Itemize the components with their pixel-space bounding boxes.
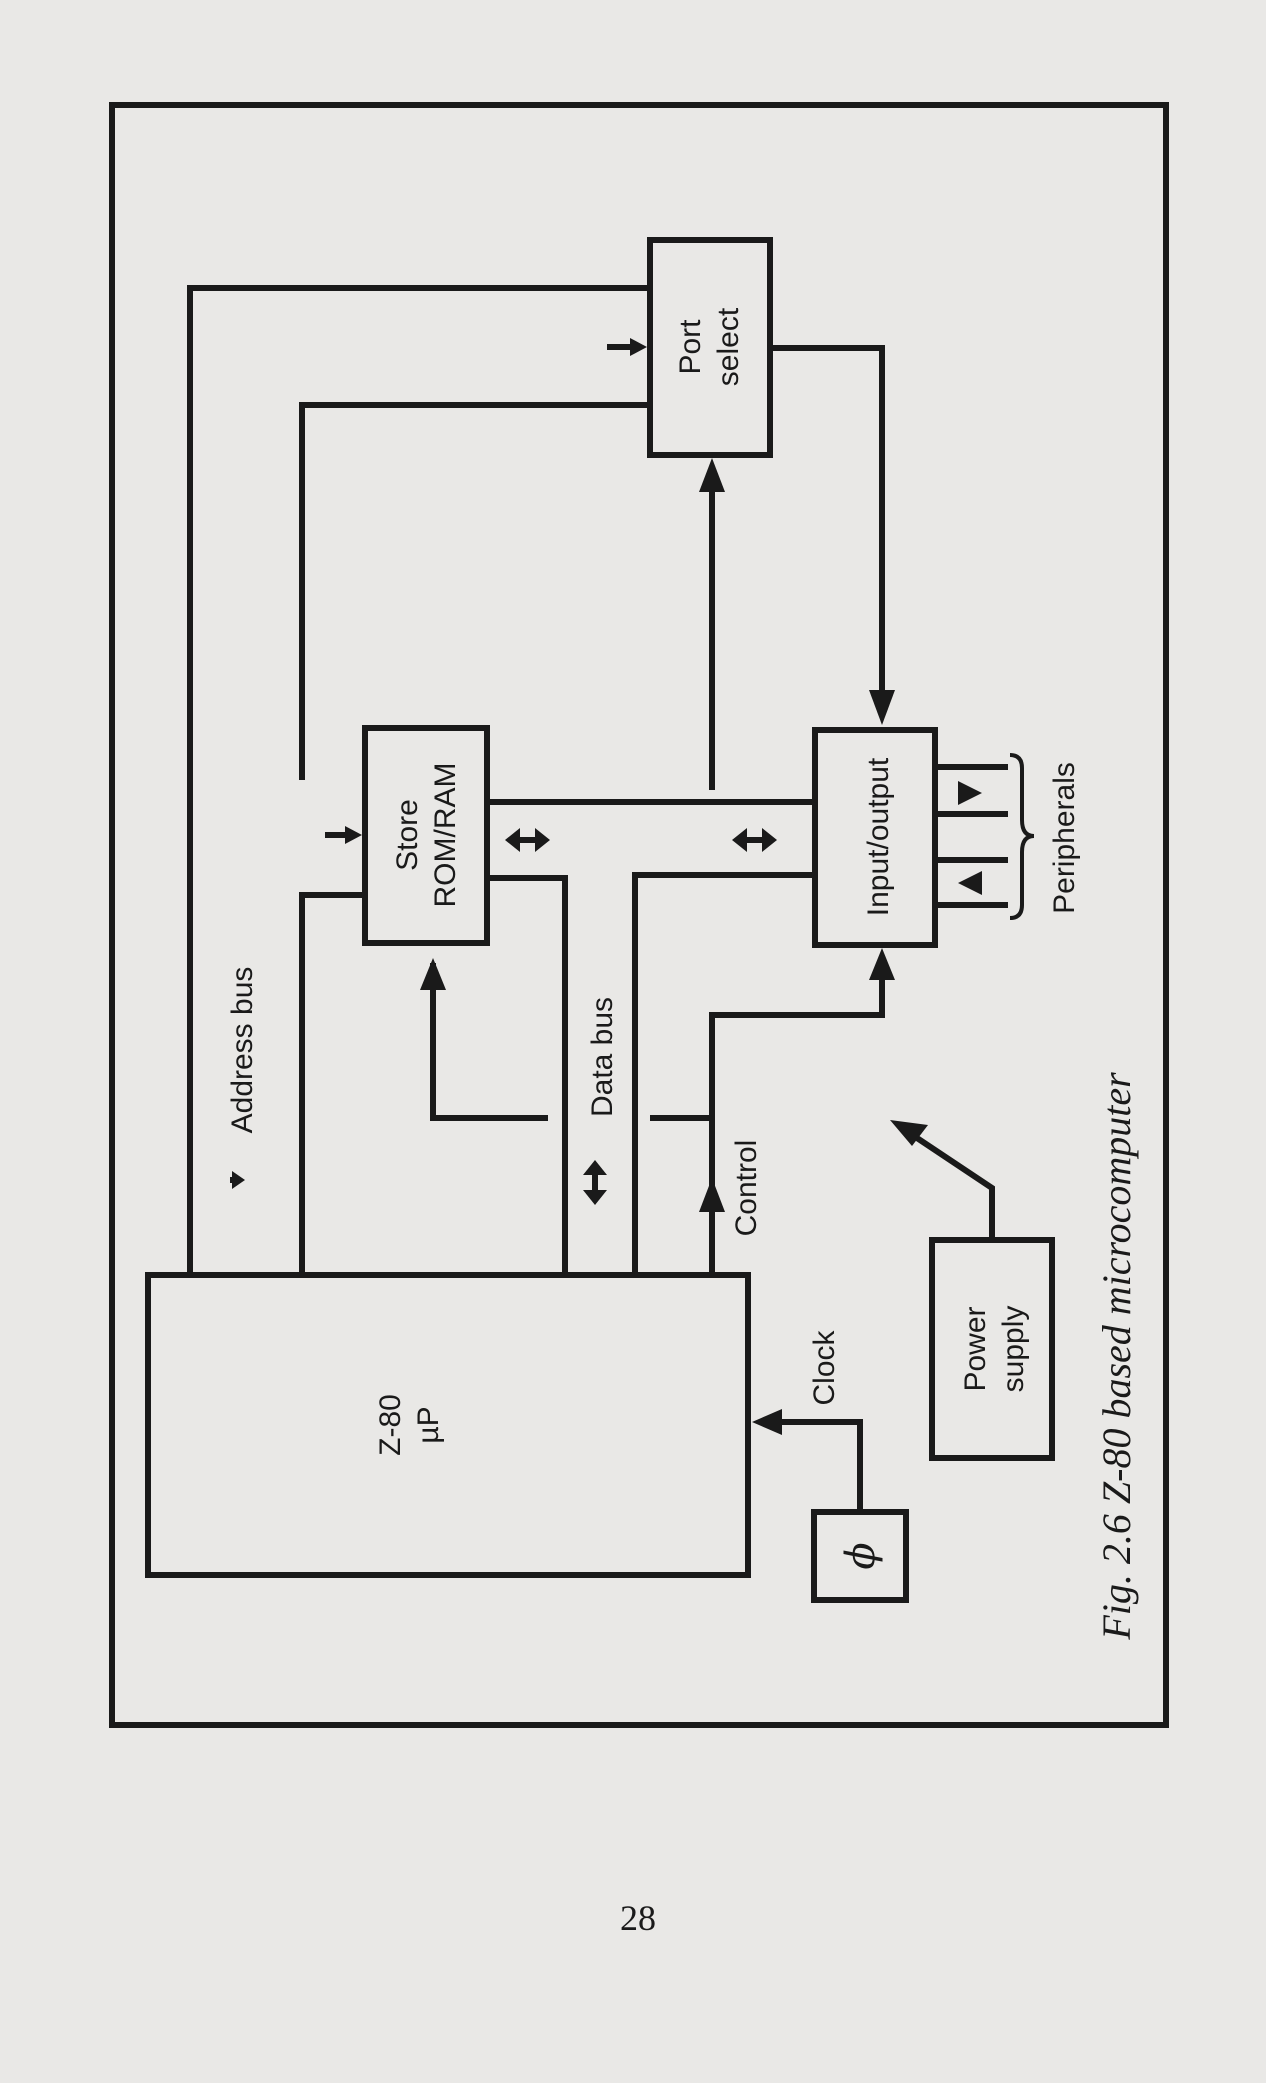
control-line — [709, 965, 885, 1275]
cpu-label-line1: Z-80 — [374, 1394, 407, 1456]
peripheral-arrow-in — [958, 871, 982, 895]
page-number: 28 — [620, 1898, 656, 1938]
power-label-line2: supply — [997, 1306, 1030, 1393]
power-supply-line — [900, 1125, 995, 1240]
control-to-store-line — [430, 963, 548, 1121]
clock-label: Clock — [808, 1329, 841, 1405]
data-bus-label: Data bus — [586, 997, 619, 1117]
arrow-address-into-port — [630, 338, 647, 356]
input-output-block: Input/output — [812, 727, 938, 948]
port-label-line1: Port — [674, 319, 707, 375]
peripheral-arrow-out — [958, 781, 982, 805]
arrow-control-up — [699, 1178, 725, 1212]
arrow-into-port-control — [699, 458, 725, 492]
store-to-port-line — [299, 402, 650, 780]
data-bus-io-line — [632, 872, 815, 1275]
data-bus-legend-arrow — [583, 1160, 607, 1205]
control-label: Control — [730, 1140, 763, 1237]
peripherals-brace — [1009, 753, 1035, 920]
store-label-line2: ROM/RAM — [429, 763, 462, 908]
store-label-line1: Store — [391, 799, 424, 871]
arrow-address-into-store — [345, 826, 362, 844]
store-rom-ram-block: Store ROM/RAM — [362, 725, 490, 946]
clock-oscillator-block: ϕ — [811, 1509, 909, 1603]
cpu-block: Z-80 µP — [145, 1272, 751, 1578]
power-label-line1: Power — [959, 1306, 992, 1391]
data-bus-arrow-store — [505, 828, 550, 852]
clock-phi-symbol: ϕ — [838, 1542, 884, 1569]
arrow-power-supply — [890, 1120, 928, 1146]
arrow-into-io-from-port — [869, 690, 895, 725]
io-label: Input/output — [862, 757, 895, 916]
clock-line — [768, 1419, 863, 1512]
address-bus-line-port — [187, 285, 650, 1275]
address-bus-legend-arrow — [232, 1171, 245, 1189]
data-bus-store-line — [487, 875, 568, 1275]
port-select-block: Port select — [647, 237, 773, 458]
peripherals-label: Peripherals — [1048, 762, 1081, 914]
figure-caption: Fig. 2.6 Z-80 based microcomputer — [1094, 1072, 1139, 1641]
power-supply-block: Power supply — [929, 1237, 1055, 1461]
arrow-clock-into-cpu — [752, 1409, 782, 1435]
data-bus-arrow-io — [732, 828, 777, 852]
address-bus-label: Address bus — [226, 967, 259, 1134]
cpu-label-line2: µP — [412, 1406, 445, 1443]
figure-frame — [109, 102, 1169, 1728]
address-bus-line-store — [299, 892, 365, 1275]
port-to-io-line — [770, 345, 885, 712]
port-label-line2: select — [712, 307, 745, 386]
arrow-into-store-control — [420, 958, 446, 990]
arrow-into-io-control — [869, 948, 895, 980]
